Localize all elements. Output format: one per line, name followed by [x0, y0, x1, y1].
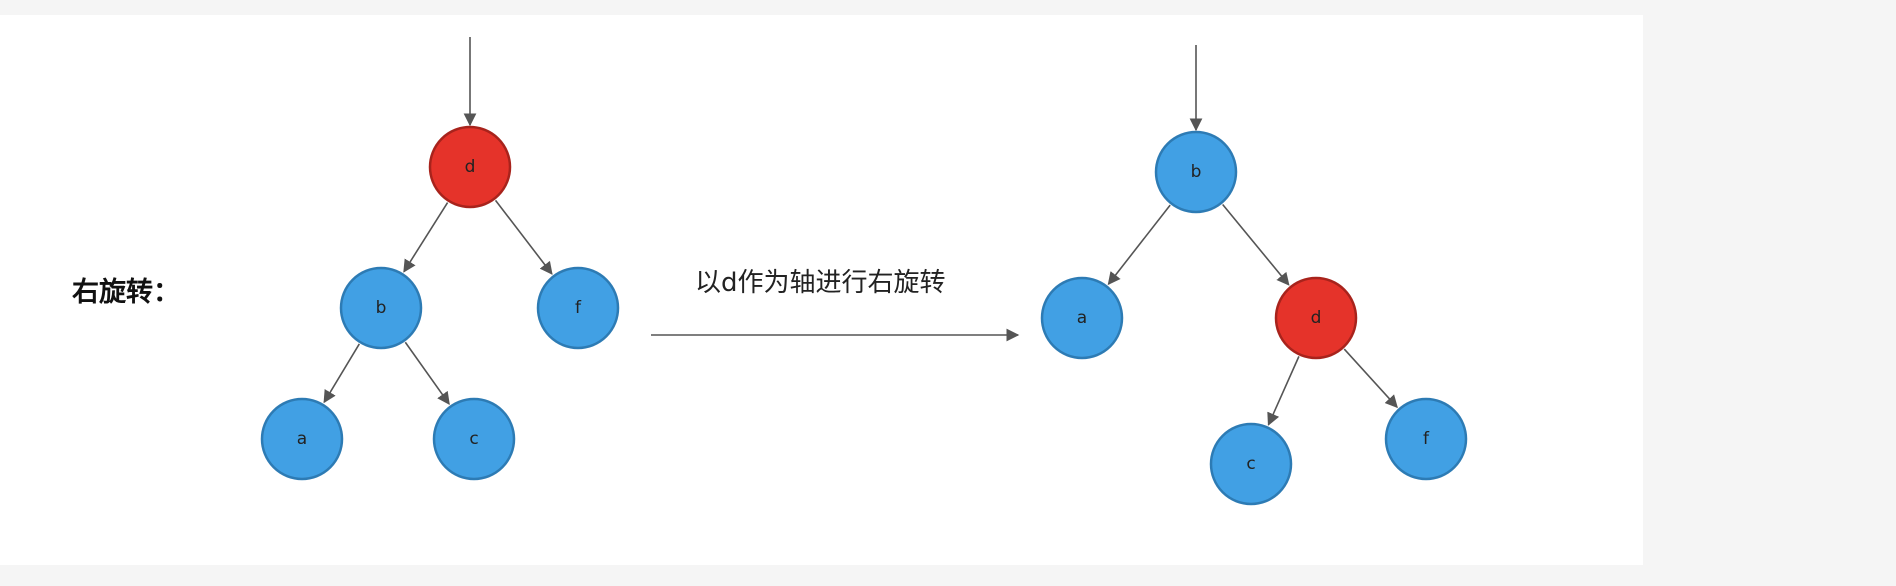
before-node-b-circle: [339, 266, 423, 350]
after-node-b-label: b: [1191, 162, 1202, 182]
before-edge-b-a: [323, 343, 360, 404]
before-node-d: d: [428, 125, 512, 209]
before-node-a: a: [260, 397, 344, 481]
before-node-a-label: a: [297, 429, 307, 449]
after-node-c: c: [1209, 422, 1293, 506]
after-node-d-circle: [1274, 276, 1358, 360]
before-node-d-circle: [428, 125, 512, 209]
rotation-title: 右旋转：: [72, 277, 180, 308]
before-node-f-label: f: [575, 298, 582, 318]
before-edge-b-c: [404, 341, 450, 405]
after-node-a-circle: [1040, 276, 1124, 360]
before-node-a-circle: [260, 397, 344, 481]
before-node-c-circle: [432, 397, 516, 481]
before-node-d-label: d: [465, 157, 476, 177]
after-edge-d-f: [1343, 348, 1398, 409]
after-edge-b-d: [1222, 203, 1290, 286]
after-node-a-label: a: [1077, 308, 1087, 328]
after-node-d: d: [1274, 276, 1358, 360]
before-edge-d-b: [403, 202, 449, 273]
before-node-b: b: [339, 266, 423, 350]
before-node-c-label: c: [469, 429, 478, 449]
after-node-d-label: d: [1311, 308, 1322, 328]
after-node-b-circle: [1154, 130, 1238, 214]
rotation-caption: 以d作为轴进行右旋转: [695, 268, 946, 298]
before-edge-d-f: [494, 199, 553, 275]
after-node-b: b: [1154, 130, 1238, 214]
diagram-panel: 右旋转： 以d作为轴进行右旋转 d b f a c b a d c f: [0, 15, 1643, 565]
after-node-f: f: [1384, 397, 1468, 481]
after-edge-b-a: [1107, 204, 1171, 286]
before-node-f: f: [536, 266, 620, 350]
after-node-f-label: f: [1423, 429, 1430, 449]
after-node-c-label: c: [1246, 454, 1255, 474]
after-node-c-circle: [1209, 422, 1293, 506]
tree-diagram: d b f a c b a d c f: [260, 37, 1468, 506]
before-node-f-circle: [536, 266, 620, 350]
before-node-c: c: [432, 397, 516, 481]
before-node-b-label: b: [376, 298, 387, 318]
after-edge-d-c: [1267, 356, 1300, 426]
after-node-f-circle: [1384, 397, 1468, 481]
after-node-a: a: [1040, 276, 1124, 360]
